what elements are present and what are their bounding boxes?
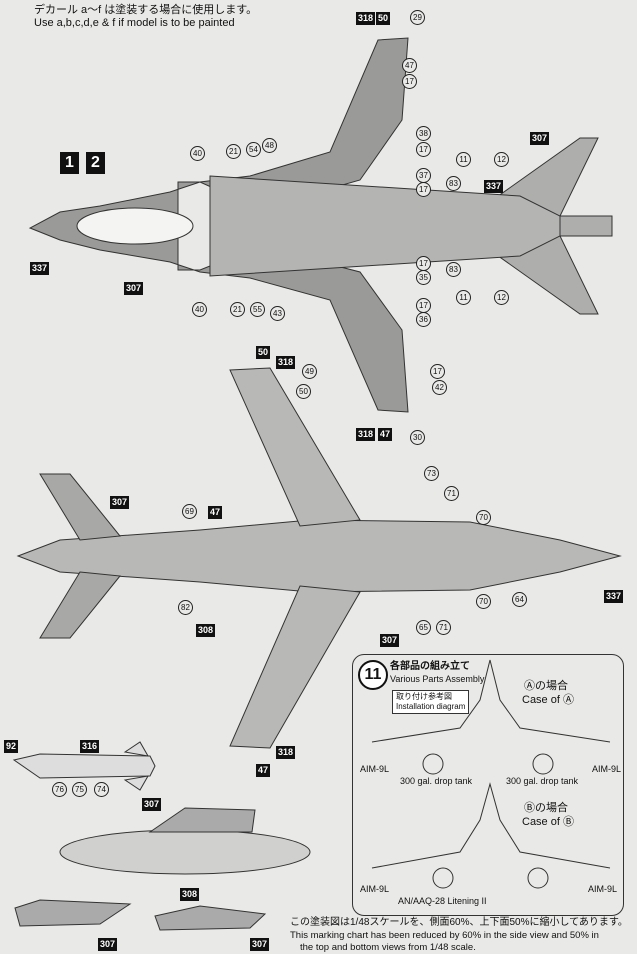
decal-29: 29 <box>410 10 425 25</box>
litening-pod-label: AN/AAQ-28 Litening II <box>398 896 487 906</box>
drop-tank-label: 300 gal. drop tank <box>400 776 473 786</box>
label-308: 308 <box>180 888 200 901</box>
drop-tank <box>14 807 311 931</box>
label-337: 337 <box>30 262 50 275</box>
case-a-jp: Ⓐの場合 <box>524 680 568 692</box>
label-307: 307 <box>380 634 400 647</box>
decal-47: 47 <box>402 58 417 73</box>
assembly-front-views <box>371 659 611 889</box>
aim9l-label: AIM-9L <box>592 764 622 774</box>
decal-12: 12 <box>494 290 509 305</box>
decal-75: 75 <box>72 782 87 797</box>
decal-21: 21 <box>226 144 241 159</box>
decal-48: 48 <box>262 138 277 153</box>
label-50: 50 <box>256 346 271 359</box>
decal-65: 65 <box>416 620 431 635</box>
decal-49: 49 <box>302 364 317 379</box>
decal-11: 11 <box>456 152 471 167</box>
decal-35: 35 <box>416 270 431 285</box>
label-47: 47 <box>208 506 223 519</box>
decal-50: 50 <box>296 384 311 399</box>
note-top-jp: デカール a～f は塗装する場合に使用します。 <box>34 4 258 16</box>
aim9l-label: AIM-9L <box>588 884 618 894</box>
decal-17: 17 <box>416 298 431 313</box>
decal-11: 11 <box>456 290 471 305</box>
label-47: 47 <box>378 428 393 441</box>
label-307: 307 <box>530 132 550 145</box>
case-a-en: Case of Ⓐ <box>522 694 574 706</box>
decal-83: 83 <box>446 262 461 277</box>
decal-21: 21 <box>230 302 245 317</box>
label-318: 318 <box>356 12 376 25</box>
decal-70: 70 <box>476 594 491 609</box>
aim9l-label: AIM-9L <box>360 764 390 774</box>
assembly-panel <box>352 654 624 916</box>
case-b-jp: Ⓑの場合 <box>524 802 568 814</box>
label-307: 307 <box>110 496 130 509</box>
decal-83: 83 <box>446 176 461 191</box>
assembly-title-jp: 各部品の組み立て <box>390 661 470 672</box>
label-92: 92 <box>4 740 19 753</box>
decal-71: 71 <box>436 620 451 635</box>
assembly-title-en: Various Parts Assembly <box>390 674 485 684</box>
marker-2: 2 <box>86 152 105 174</box>
decal-82: 82 <box>178 600 193 615</box>
marker-1: 1 <box>60 152 79 174</box>
decal-37: 37 <box>416 168 431 183</box>
label-308: 308 <box>196 624 216 637</box>
decal-43: 43 <box>270 306 285 321</box>
note-bottom-jp: この塗装図は1/48スケールを、側面60%、上下面50%に縮小してあります。 <box>290 917 628 928</box>
decal-54: 54 <box>246 142 261 157</box>
decal-42: 42 <box>432 380 447 395</box>
decal-30: 30 <box>410 430 425 445</box>
decal-12: 12 <box>494 152 509 167</box>
top-view-aircraft <box>28 37 613 413</box>
note-bottom-en-2: the top and bottom views from 1/48 scale… <box>300 942 476 953</box>
aim9-missile <box>12 741 156 791</box>
case-b-en: Case of Ⓑ <box>522 816 574 828</box>
decal-38: 38 <box>416 126 431 141</box>
label-316: 316 <box>80 740 100 753</box>
label-337: 337 <box>484 180 504 193</box>
label-307: 307 <box>98 938 118 951</box>
label-307: 307 <box>142 798 162 811</box>
label-337: 337 <box>604 590 624 603</box>
decal-70: 70 <box>476 510 491 525</box>
decal-17: 17 <box>416 182 431 197</box>
installation-diagram-label: 取り付け参考図 Installation diagram <box>392 690 470 714</box>
diagram-jp: 取り付け参考図 <box>396 692 452 701</box>
label-318: 318 <box>276 356 296 369</box>
note-bottom-en-1: This marking chart has been reduced by 6… <box>290 930 599 941</box>
label-47: 47 <box>256 764 271 777</box>
label-318: 318 <box>276 746 296 759</box>
decal-36: 36 <box>416 312 431 327</box>
decal-40: 40 <box>192 302 207 317</box>
decal-40: 40 <box>190 146 205 161</box>
aim9l-label: AIM-9L <box>360 884 390 894</box>
decal-17: 17 <box>402 74 417 89</box>
drop-tank-label: 300 gal. drop tank <box>506 776 579 786</box>
decal-76: 76 <box>52 782 67 797</box>
decal-17: 17 <box>430 364 445 379</box>
diagram-en: Installation diagram <box>396 702 466 711</box>
decal-71: 71 <box>444 486 459 501</box>
step-number: 11 <box>358 660 388 690</box>
decal-74: 74 <box>94 782 109 797</box>
decal-73: 73 <box>424 466 439 481</box>
note-top-en: Use a,b,c,d,e & f if model is to be pain… <box>34 17 235 29</box>
decal-64: 64 <box>512 592 527 607</box>
label-318: 318 <box>356 428 376 441</box>
label-307: 307 <box>250 938 270 951</box>
decal-17: 17 <box>416 142 431 157</box>
decal-69: 69 <box>182 504 197 519</box>
label-307: 307 <box>124 282 144 295</box>
bottom-view-aircraft <box>16 367 622 749</box>
label-50: 50 <box>376 12 391 25</box>
decal-17: 17 <box>416 256 431 271</box>
decal-55: 55 <box>250 302 265 317</box>
